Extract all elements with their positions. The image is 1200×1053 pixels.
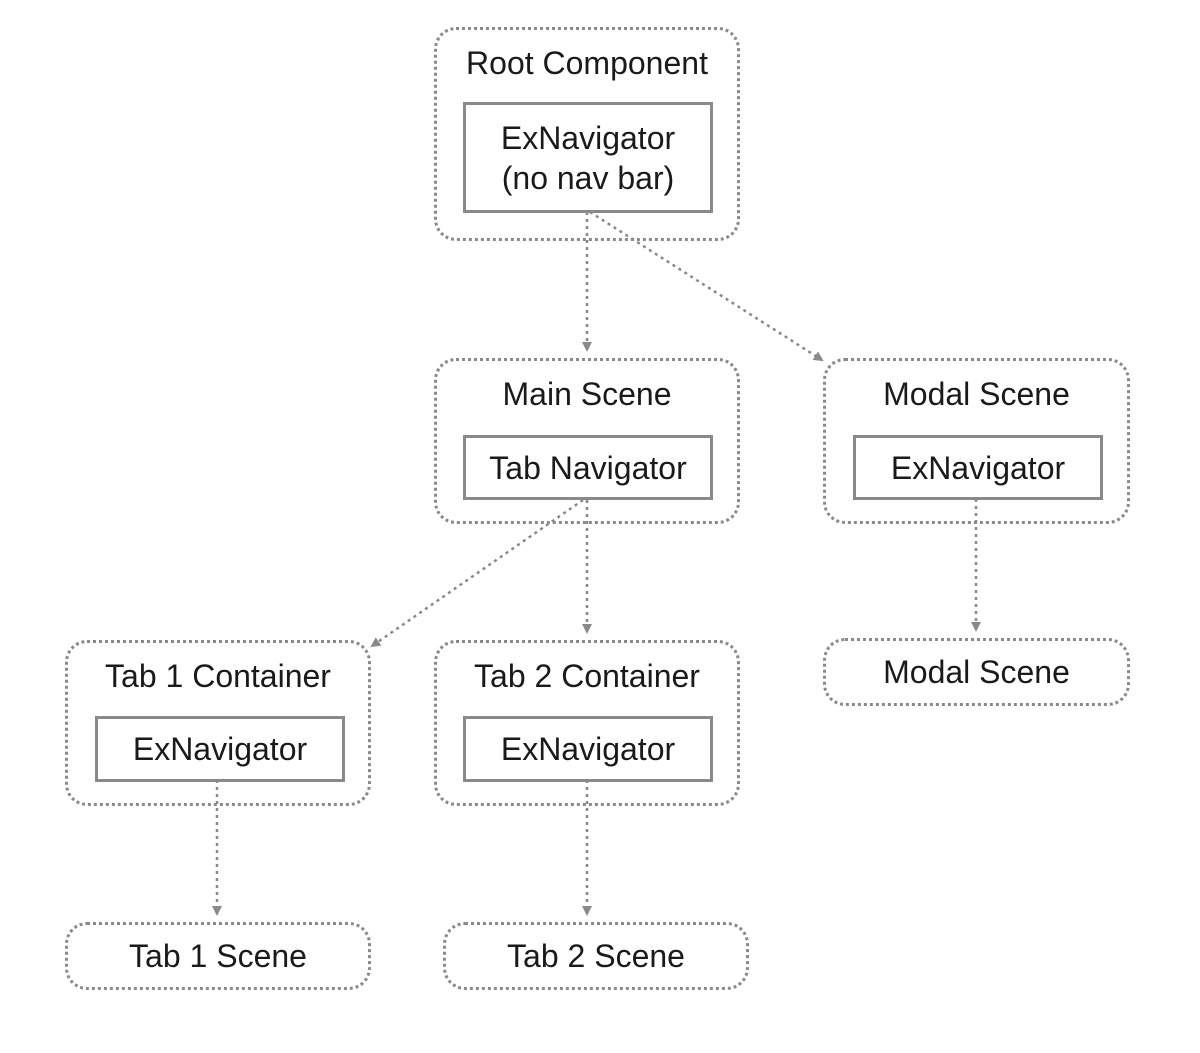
tab2-container-title: Tab 2 Container: [474, 658, 700, 694]
modal-scene-node: Modal Scene ExNavigator: [823, 358, 1130, 524]
tab2-scene-node: Tab 2 Scene: [443, 922, 749, 990]
tab1-exnavigator-label: ExNavigator: [132, 731, 308, 767]
tab2-scene-label: Tab 2 Scene: [507, 938, 685, 974]
tab2-exnavigator-box: ExNavigator: [463, 716, 713, 782]
root-exnavigator-note: (no nav bar): [501, 159, 675, 196]
main-scene-title: Main Scene: [502, 376, 672, 412]
tab2-container-node: Tab 2 Container ExNavigator: [434, 640, 740, 806]
root-component-title: Root Component: [466, 45, 708, 81]
tab1-scene-label: Tab 1 Scene: [129, 938, 307, 974]
root-component-node: Root Component ExNavigator (no nav bar): [434, 27, 740, 241]
tab-navigator-label: Tab Navigator: [489, 449, 687, 486]
main-scene-node: Main Scene Tab Navigator: [434, 358, 740, 524]
modal-scene-leaf-label: Modal Scene: [883, 654, 1070, 690]
tab1-exnavigator-box: ExNavigator: [95, 716, 345, 782]
modal-exnavigator-label: ExNavigator: [890, 449, 1066, 486]
modal-exnavigator-box: ExNavigator: [853, 435, 1103, 500]
tab1-container-node: Tab 1 Container ExNavigator: [65, 640, 371, 806]
tab1-scene-node: Tab 1 Scene: [65, 922, 371, 990]
modal-scene-title: Modal Scene: [883, 376, 1070, 412]
tab2-exnavigator-label: ExNavigator: [500, 731, 676, 767]
tab1-container-title: Tab 1 Container: [105, 658, 331, 694]
modal-scene-leaf-node: Modal Scene: [823, 638, 1130, 706]
root-exnavigator-label: ExNavigator: [500, 119, 676, 156]
root-exnavigator-box: ExNavigator (no nav bar): [463, 102, 713, 213]
tab-navigator-box: Tab Navigator: [463, 435, 713, 500]
